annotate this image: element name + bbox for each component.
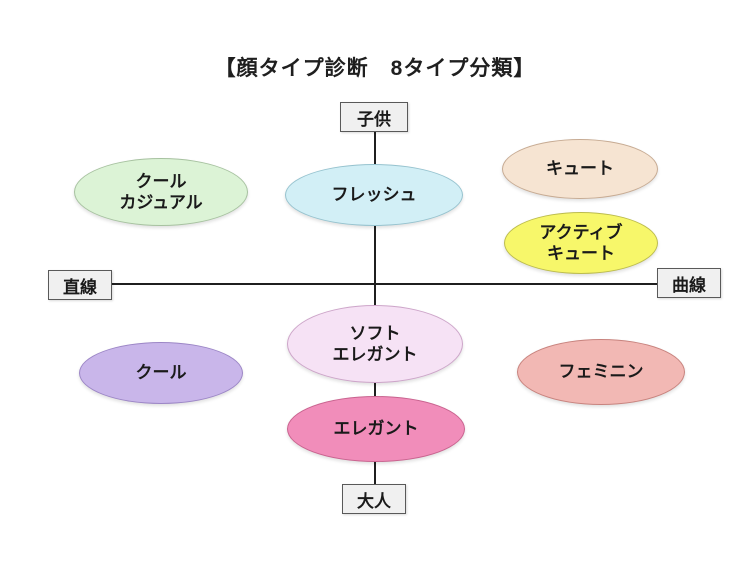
type-ellipse-cool-casual: クール カジュアル	[74, 158, 248, 226]
axis-label-adult: 大人	[342, 484, 406, 514]
type-ellipse-cute: キュート	[502, 139, 658, 199]
horizontal-axis-line	[112, 283, 657, 285]
axis-label-curve: 曲線	[657, 268, 721, 298]
axis-label-straight: 直線	[48, 270, 112, 300]
type-ellipse-elegant: エレガント	[287, 396, 465, 462]
axis-label-child: 子供	[340, 102, 408, 132]
type-ellipse-feminine: フェミニン	[517, 339, 685, 405]
type-ellipse-fresh: フレッシュ	[285, 164, 463, 226]
diagram-title: 【顔タイプ診断 8タイプ分類】	[214, 57, 536, 80]
type-ellipse-cool: クール	[79, 342, 243, 404]
type-ellipse-soft-elegant: ソフト エレガント	[287, 305, 463, 383]
type-ellipse-active-cute: アクティブ キュート	[504, 212, 658, 274]
